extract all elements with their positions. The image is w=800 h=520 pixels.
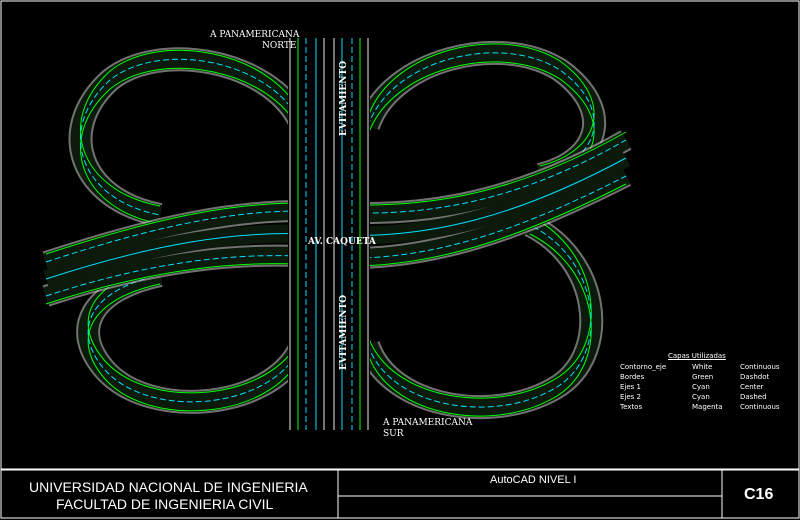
- title-block-frame: [0, 469, 800, 519]
- legend-layer-name: Bordes: [620, 373, 645, 381]
- legend-layer-name: Ejes 2: [620, 393, 641, 401]
- loop-top-left: [68, 47, 311, 227]
- legend-layer-color: Cyan: [692, 393, 710, 401]
- legend-layer-linetype: Dashdot: [740, 373, 770, 381]
- legend-layer-name: Textos: [620, 403, 643, 411]
- cloverleaf-loops: [68, 40, 607, 420]
- drawing-frame: [0, 0, 800, 470]
- legend-layer-color: Cyan: [692, 383, 710, 391]
- title-faculty: FACULTAD DE INGENIERIA CIVIL: [56, 496, 274, 512]
- legend-layer-color: Magenta: [692, 403, 723, 411]
- legend-layer-linetype: Continuous: [740, 363, 780, 371]
- legend-layer-linetype: Continuous: [740, 403, 780, 411]
- title-course: AutoCAD NIVEL I: [490, 474, 577, 486]
- legend-layer-name: Contorno_eje: [620, 363, 667, 371]
- label-panamericana-norte-line1: A PANAMERICANA: [210, 30, 300, 40]
- legend-layer-name: Ejes 1: [620, 383, 641, 391]
- legend-title: Capas Utilizadas: [668, 352, 726, 360]
- label-panamericana-sur-line2: SUR: [383, 429, 404, 439]
- title-university: UNIVERSIDAD NACIONAL DE INGENIERIA: [29, 479, 308, 495]
- road-evitamiento: [288, 38, 370, 430]
- legend-layer-color: Green: [692, 373, 714, 381]
- legend-layer-linetype: Center: [740, 383, 764, 391]
- label-panamericana-sur-line1: A PANAMERICANA: [383, 418, 473, 428]
- legend-layer-linetype: Dashed: [740, 393, 767, 401]
- label-panamericana-norte-line2: NORTE: [262, 41, 297, 51]
- loop-bottom-right: [356, 214, 604, 420]
- legend-layer-color: White: [692, 363, 713, 371]
- loop-bottom-left: [76, 263, 311, 414]
- label-evitamiento-top: EVITAMIENTO: [339, 60, 349, 136]
- sheet-number: C16: [744, 486, 774, 503]
- label-av-caqueta: AV. CAQUETA: [308, 237, 376, 247]
- label-evitamiento-bottom: EVITAMIENTO: [339, 294, 349, 370]
